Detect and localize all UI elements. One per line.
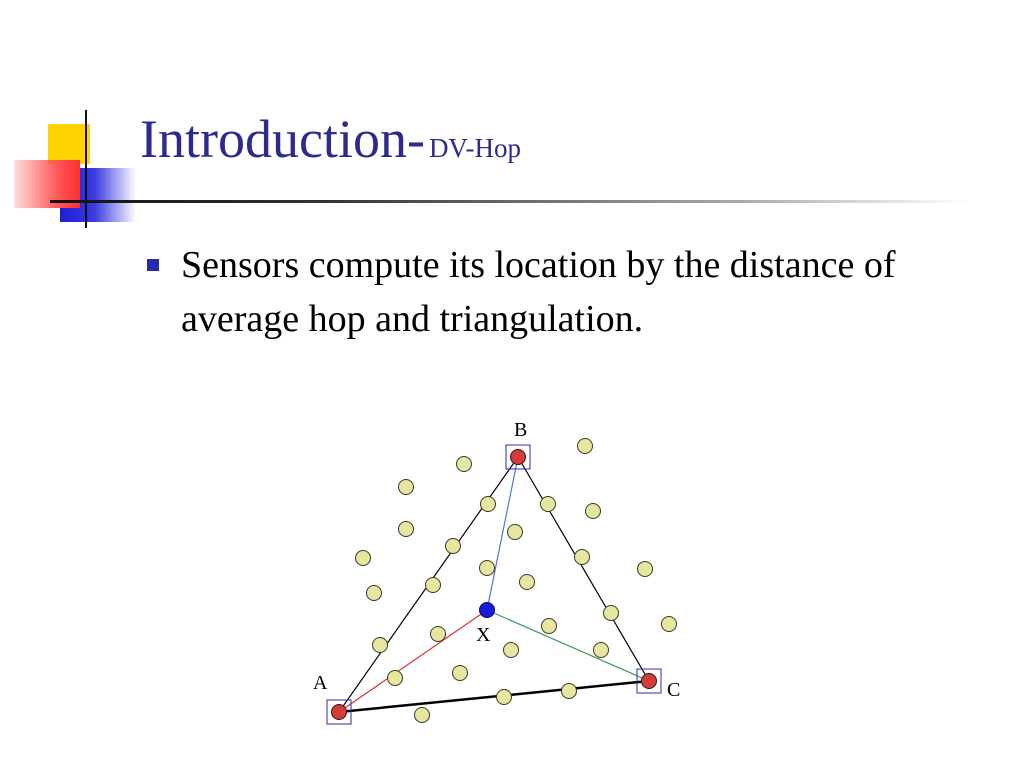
- sensor-node: [603, 605, 619, 621]
- anchor-b-box: [505, 444, 531, 470]
- anchor-c-box: [636, 668, 662, 694]
- unknown-node-x-label: X: [476, 624, 491, 646]
- anchor-b-node: [510, 449, 526, 465]
- bullet-text: Sensors compute its location by the dist…: [181, 244, 896, 340]
- unknown-node-x: [479, 602, 495, 618]
- sensor-node: [355, 550, 371, 566]
- sensor-node: [425, 577, 441, 593]
- sensor-node: [519, 574, 535, 590]
- edge-a-c: [338, 679, 650, 714]
- sensor-node: [430, 626, 446, 642]
- anchor-a-node: [331, 704, 347, 720]
- sensor-node: [593, 642, 609, 658]
- sensor-node: [661, 616, 677, 632]
- sensor-node: [387, 670, 403, 686]
- sensor-node: [540, 496, 556, 512]
- line-c-x: [486, 609, 650, 682]
- sensor-node: [479, 560, 495, 576]
- decor-yellow-square: [48, 124, 90, 164]
- sensor-node: [577, 438, 593, 454]
- anchor-a-box: [326, 699, 352, 725]
- sensor-node: [398, 521, 414, 537]
- line-b-x: [486, 456, 519, 611]
- title-underline: [50, 200, 970, 203]
- slide-title: Introduction- DV-Hop: [140, 112, 521, 166]
- bullet-square-icon: [147, 259, 159, 271]
- edge-b-c: [517, 456, 650, 682]
- anchor-b-label: B: [514, 419, 527, 441]
- sensor-node: [372, 637, 388, 653]
- sensor-node: [561, 683, 577, 699]
- sensor-node: [637, 561, 653, 577]
- decor-vertical-line: [85, 110, 87, 228]
- sensor-node: [503, 642, 519, 658]
- sensor-nodes: [355, 438, 677, 723]
- sensor-node: [445, 538, 461, 554]
- dv-hop-diagram: A B C X: [313, 419, 680, 725]
- anchor-c-label: C: [667, 679, 680, 701]
- anchor-c-node: [641, 673, 657, 689]
- sensor-node: [398, 479, 414, 495]
- slide-title-main: Introduction-: [140, 109, 425, 169]
- sensor-node: [456, 456, 472, 472]
- sensor-node: [414, 707, 430, 723]
- sensor-node: [480, 496, 496, 512]
- sensor-node: [585, 503, 601, 519]
- sensor-node: [507, 524, 523, 540]
- sensor-node: [541, 618, 557, 634]
- sensor-node: [496, 689, 512, 705]
- sensor-node: [366, 585, 382, 601]
- anchor-a-label: A: [313, 672, 328, 694]
- sensor-node: [574, 549, 590, 565]
- line-a-x: [338, 609, 488, 713]
- slide-title-suffix: DV-Hop: [428, 133, 521, 163]
- sensor-node: [452, 665, 468, 681]
